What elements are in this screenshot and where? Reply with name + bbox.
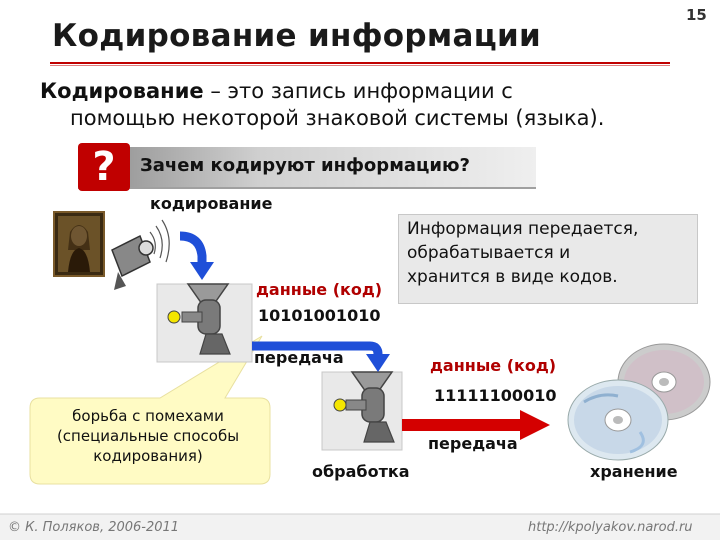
arrow-transmission-1 (252, 341, 390, 372)
meat-grinder-icon (167, 283, 231, 355)
label-binary-2: 11111100010 (434, 386, 557, 405)
arrow-transmission-2 (402, 410, 550, 440)
question-bar (78, 147, 536, 189)
bubble-text: борьба с помехами (специальные способы к… (28, 406, 268, 466)
label-transmission-1: передача (254, 348, 344, 367)
bubble-line-3: кодирования) (93, 447, 203, 465)
speech-bubble (29, 335, 271, 485)
cd-discs-icon (567, 343, 711, 461)
definition-line2: помощью некоторой знаковой системы (язык… (70, 106, 605, 130)
label-data-code-1: данные (код) (256, 280, 383, 299)
slide-title: Кодирование информации (52, 18, 542, 54)
title-divider-thin (50, 65, 670, 66)
mona-lisa-picture (53, 211, 105, 277)
question-mark-icon: ? (78, 143, 130, 191)
bubble-line-2: (специальные способы (56, 427, 240, 445)
info-box: Информация передается, обрабатывается и … (398, 214, 698, 304)
arrow-encoding (179, 231, 214, 280)
footer-url[interactable]: http://kpolyakov.narod.ru (528, 520, 693, 535)
meat-grinder-icon-2 (333, 371, 395, 443)
label-encoding: кодирование (150, 194, 273, 213)
definition-term: Кодирование (40, 79, 204, 103)
label-binary-1: 10101001010 (258, 306, 381, 325)
definition-text: Кодирование – это запись информации с по… (40, 78, 700, 132)
definition-line1: – это запись информации с (203, 79, 513, 103)
footer-bar (0, 514, 720, 540)
info-line-2: обрабатывается и (407, 243, 571, 263)
label-transmission-2: передача (428, 434, 518, 453)
footer-copyright: © К. Поляков, 2006-2011 (8, 520, 180, 535)
info-line-3: хранится в виде кодов. (407, 267, 618, 287)
label-storage: хранение (590, 462, 678, 481)
question-text: Зачем кодируют информацию? (140, 155, 470, 176)
label-data-code-2: данные (код) (430, 356, 557, 375)
scanner-icon (111, 219, 170, 290)
slide-number: 15 (686, 6, 707, 24)
bubble-line-1: борьба с помехами (72, 407, 224, 425)
label-processing: обработка (312, 462, 410, 481)
title-divider (50, 62, 670, 64)
info-line-1: Информация передается, (407, 219, 639, 239)
